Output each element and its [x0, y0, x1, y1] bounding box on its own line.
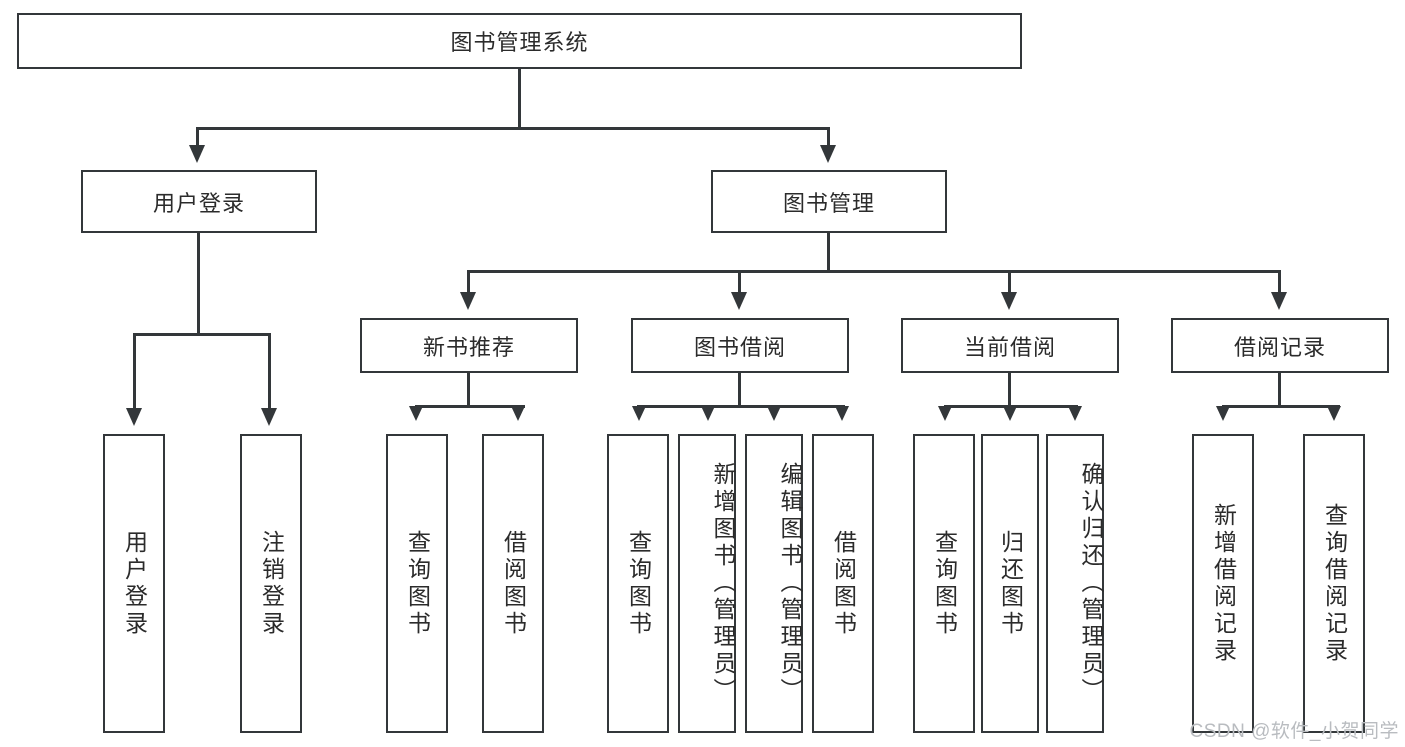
node-new-book-recommend[interactable]: 新书推荐	[360, 318, 578, 373]
arrow-to-borrow-record	[1271, 292, 1287, 310]
arrow-to-current-borrow	[1001, 292, 1017, 310]
arrow-bb-child-4	[835, 406, 849, 421]
connector-root-bus	[196, 127, 830, 130]
arrow-to-book-manage	[820, 145, 836, 163]
arrow-bb-child-2	[701, 406, 715, 421]
arrow-br-child-1	[1216, 406, 1230, 421]
arrow-cb-child-1	[938, 406, 952, 421]
node-label: 借阅图书	[500, 529, 527, 638]
leaf-user-login[interactable]: 用户登录	[103, 434, 165, 733]
connector-nbr-bus	[415, 405, 525, 408]
node-label: 注销登录	[258, 529, 285, 638]
leaf-query-book-nbr[interactable]: 查询图书	[386, 434, 448, 733]
arrow-to-leaf-user-login	[126, 408, 142, 426]
node-label: 新增图书（管理员）	[710, 462, 736, 705]
arrow-to-leaf-logout	[261, 408, 277, 426]
connector-bb-bus	[637, 405, 845, 408]
node-label: 编辑图书（管理员）	[777, 462, 803, 705]
connector-cb-stem	[1008, 373, 1011, 407]
node-label: 借阅图书	[830, 529, 857, 638]
connector-book-manage-drop-3	[1008, 270, 1011, 292]
leaf-return-book[interactable]: 归还图书	[981, 434, 1039, 733]
connector-nbr-stem	[467, 373, 470, 407]
connector-user-login-drop-1	[133, 333, 136, 408]
arrow-to-new-book-recommend	[460, 292, 476, 310]
node-label: 图书管理系统	[450, 30, 589, 55]
connector-user-login-bus	[133, 333, 271, 336]
node-label: 图书管理	[782, 190, 875, 216]
node-label: 图书借阅	[693, 334, 786, 360]
leaf-logout[interactable]: 注销登录	[240, 434, 302, 733]
node-label: 查询图书	[404, 529, 431, 638]
connector-root-drop-left	[196, 127, 199, 145]
arrow-to-user-login	[189, 145, 205, 163]
arrow-to-book-borrow	[731, 292, 747, 310]
arrow-cb-child-2	[1003, 406, 1017, 421]
connector-user-login-stem	[197, 233, 200, 335]
node-book-borrow[interactable]: 图书借阅	[631, 318, 849, 373]
leaf-query-borrow-record[interactable]: 查询借阅记录	[1303, 434, 1365, 733]
arrow-nbr-child-2	[511, 406, 525, 421]
leaf-borrow-book-bb[interactable]: 借阅图书	[812, 434, 874, 733]
node-label: 确认归还（管理员）	[1078, 462, 1104, 705]
arrow-cb-child-3	[1068, 406, 1082, 421]
watermark-text: CSDN @软件_小贺同学	[1189, 721, 1399, 742]
leaf-add-borrow-record[interactable]: 新增借阅记录	[1192, 434, 1254, 733]
node-label: 查询借阅记录	[1321, 502, 1348, 665]
node-label: 借阅记录	[1233, 334, 1326, 360]
node-current-borrow[interactable]: 当前借阅	[901, 318, 1119, 373]
leaf-query-book-cb[interactable]: 查询图书	[913, 434, 975, 733]
leaf-confirm-return-admin[interactable]: 确认归还（管理员）	[1046, 434, 1104, 733]
connector-book-manage-stem	[827, 233, 830, 272]
connector-br-bus	[1222, 405, 1340, 408]
connector-book-manage-drop-1	[467, 270, 470, 292]
connector-book-manage-bus	[467, 270, 1281, 273]
node-user-login[interactable]: 用户登录	[81, 170, 317, 233]
arrow-br-child-2	[1327, 406, 1341, 421]
connector-bb-stem	[738, 373, 741, 407]
connector-user-login-drop-2	[268, 333, 271, 408]
connector-br-stem	[1278, 373, 1281, 407]
leaf-query-book-bb[interactable]: 查询图书	[607, 434, 669, 733]
node-label: 查询图书	[931, 529, 958, 638]
connector-book-manage-drop-2	[738, 270, 741, 292]
leaf-add-book-admin[interactable]: 新增图书（管理员）	[678, 434, 736, 733]
leaf-borrow-book-nbr[interactable]: 借阅图书	[482, 434, 544, 733]
node-label: 新书推荐	[422, 334, 515, 360]
node-label: 查询图书	[625, 529, 652, 638]
connector-root-drop-right	[827, 127, 830, 145]
node-root-system[interactable]: 图书管理系统	[17, 13, 1022, 69]
node-label: 当前借阅	[963, 334, 1056, 360]
node-book-manage[interactable]: 图书管理	[711, 170, 947, 233]
node-label: 用户登录	[152, 190, 245, 216]
connector-book-manage-drop-4	[1278, 270, 1281, 292]
arrow-bb-child-3	[767, 406, 781, 421]
node-borrow-record[interactable]: 借阅记录	[1171, 318, 1389, 373]
node-label: 新增借阅记录	[1210, 502, 1237, 665]
leaf-edit-book-admin[interactable]: 编辑图书（管理员）	[745, 434, 803, 733]
arrow-nbr-child-1	[409, 406, 423, 421]
connector-root-stem	[518, 69, 521, 127]
node-label: 用户登录	[121, 529, 148, 638]
arrow-bb-child-1	[632, 406, 646, 421]
node-label: 归还图书	[997, 529, 1024, 638]
